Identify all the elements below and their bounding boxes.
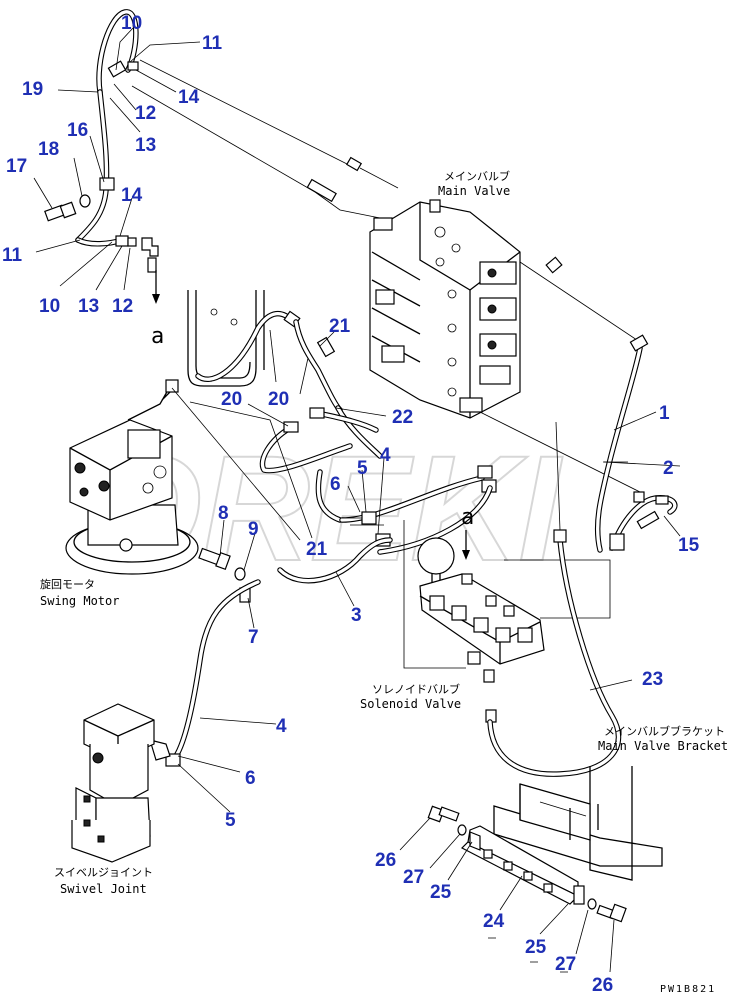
swing-motor-en-label: Swing Motor (40, 594, 119, 608)
washer-9 (234, 567, 246, 581)
swivel-joint-en-label: Swivel Joint (60, 882, 147, 896)
callout-7: 7 (248, 627, 259, 648)
assembly-ref-a-solenoid: a (461, 505, 474, 530)
washer-27-upper (457, 824, 467, 836)
callout-21: 21 (329, 316, 351, 337)
hydraulic-tank (187, 290, 301, 387)
callout-25: 25 (430, 882, 452, 903)
callout-15: 15 (678, 535, 700, 556)
callout-13-lower: 13 (78, 296, 99, 317)
callout-26-lower: 26 (592, 975, 613, 996)
callout-20-b: 20 (268, 389, 289, 410)
callout-4-lower: 4 (276, 716, 287, 737)
bolt-8 (198, 547, 231, 571)
callout-numbers: 10 11 19 14 12 16 13 18 17 14 11 10 13 1… (2, 13, 700, 996)
callout-11: 11 (202, 33, 223, 54)
callout-10-lower: 10 (39, 296, 60, 317)
callout-8: 8 (218, 503, 229, 524)
callout-22: 22 (392, 407, 413, 428)
callout-24: 24 (483, 911, 505, 932)
callout-6-lower: 6 (245, 768, 256, 789)
main-valve-jp-label: メインバルブ (444, 169, 510, 183)
callout-13: 13 (135, 135, 156, 156)
callout-9: 9 (248, 519, 259, 540)
callout-11-lower: 11 (2, 245, 23, 266)
leader-lines (33, 27, 681, 973)
swivel-joint-jp-label: スイベルジョイント (54, 866, 153, 879)
callout-4: 4 (380, 445, 391, 466)
clamp-bracket-24 (460, 825, 585, 905)
callout-5-lower: 5 (225, 810, 236, 831)
callout-14-lower: 14 (121, 185, 143, 206)
callout-27-lower: 27 (555, 954, 576, 975)
callout-12: 12 (135, 103, 156, 124)
callout-1: 1 (659, 403, 670, 424)
callout-26: 26 (375, 850, 396, 871)
main-valve (369, 199, 563, 419)
callout-23: 23 (642, 669, 663, 690)
callout-12-lower: 12 (112, 296, 133, 317)
callout-17: 17 (6, 156, 27, 177)
assembly-ref-a: a (151, 324, 164, 349)
callout-2: 2 (663, 458, 674, 479)
bolt-26-lower (596, 903, 627, 923)
swing-motor-jp-label: 旋回モータ (40, 577, 95, 591)
main-valve-bracket-en-label: Main Valve Bracket (598, 739, 728, 753)
callout-14: 14 (178, 87, 200, 108)
bolt-17 (44, 201, 77, 222)
callout-25-lower: 25 (525, 937, 547, 958)
callout-6: 6 (330, 474, 341, 495)
callout-10: 10 (121, 13, 142, 34)
main-valve-en-label: Main Valve (438, 184, 510, 198)
solenoid-valve-jp-label: ソレノイドバルブ (372, 682, 460, 696)
callout-5: 5 (357, 458, 368, 479)
solenoid-valve (417, 537, 545, 665)
drawing-code: PW1B821 (660, 984, 716, 995)
spacer-25-upper (469, 831, 481, 851)
swivel-joint (71, 703, 155, 863)
main-valve-bracket-jp-label: メインバルブブラケット (604, 724, 725, 738)
callout-16: 16 (67, 120, 88, 141)
callout-19: 19 (22, 79, 43, 100)
solenoid-valve-en-label: Solenoid Valve (360, 697, 461, 711)
callout-18: 18 (38, 139, 59, 160)
washer-27-lower (587, 898, 597, 910)
washer-18 (79, 194, 91, 208)
callout-21-b: 21 (306, 539, 328, 560)
bolt-26-upper (427, 805, 460, 823)
callout-20: 20 (221, 389, 242, 410)
callout-3: 3 (351, 605, 362, 626)
callout-27: 27 (403, 867, 424, 888)
swing-motor (65, 379, 199, 575)
